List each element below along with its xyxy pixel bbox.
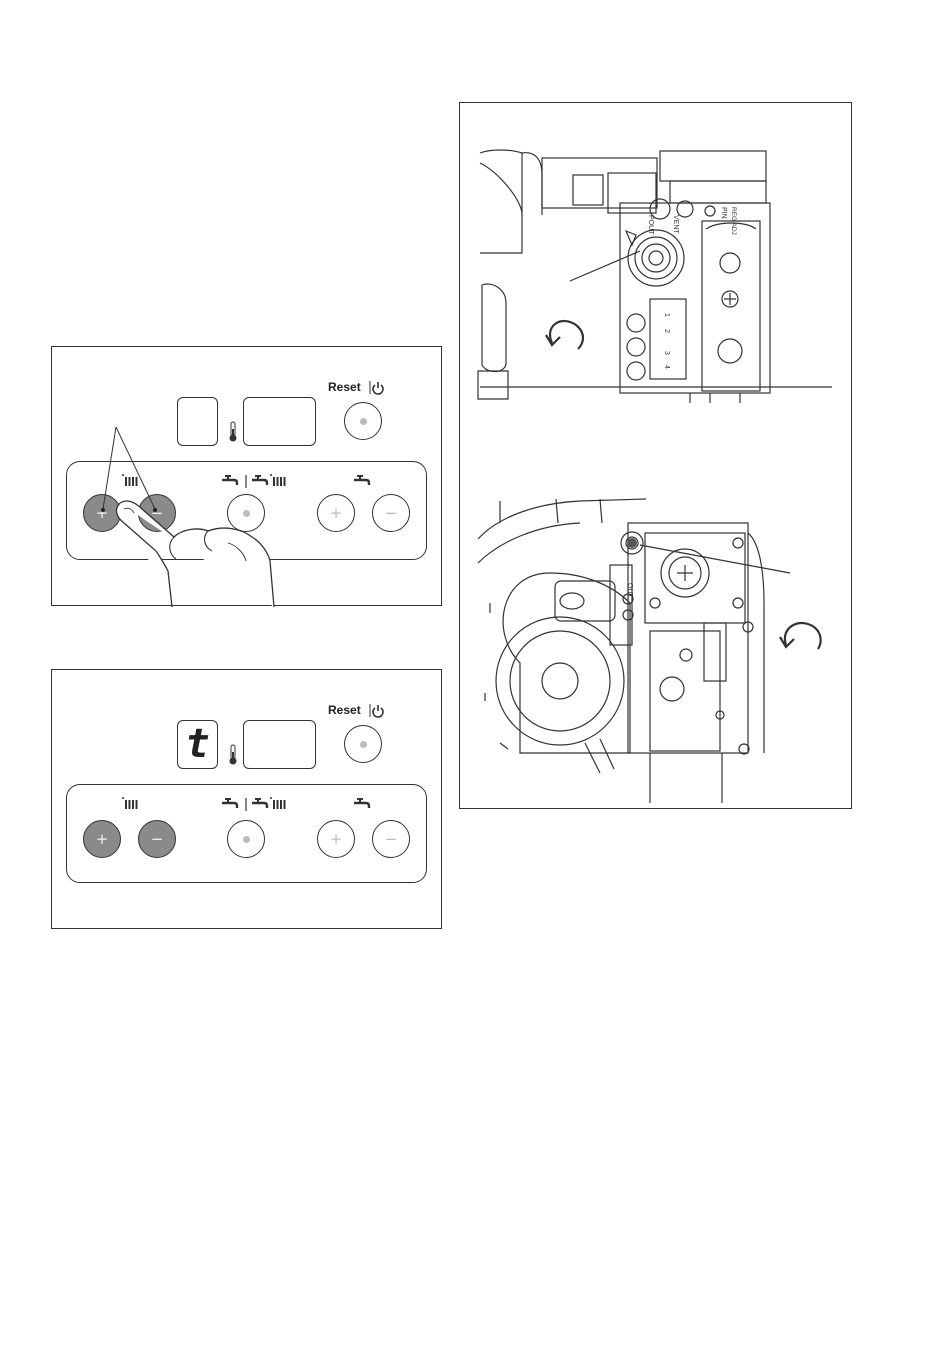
connector-pin-3: 3 [663,351,670,355]
display-left: t [177,720,218,769]
tap-icon [354,796,374,812]
mode-button[interactable] [227,820,265,858]
counterclockwise-arrow-icon [785,623,821,649]
valve-label-pin: PIN [720,207,727,219]
control-panel-figure-2: t Reset + − + − [51,669,442,929]
counterclockwise-arrow-head [546,335,560,345]
reset-label-text: Reset [328,703,361,717]
adjustment-screw [627,538,637,548]
heating-plus-button[interactable]: + [83,820,121,858]
control-panel-figure-1: Reset + − + − [51,346,442,606]
gas-valve-top [478,150,832,403]
valve-label-vent: VENT [672,215,679,234]
display-right [243,720,316,769]
mode-button-dot [243,836,250,843]
heating-minus-label: − [151,832,164,847]
gas-valve-drawing: POUT VENT PIN REG ADJ 1 2 3 4 OUT [460,103,853,810]
gas-valve-figure: POUT VENT PIN REG ADJ 1 2 3 4 OUT [459,102,852,809]
tap-radiator-icon [222,796,292,812]
heating-minus-button[interactable]: − [138,820,176,858]
valve-label-out: OUT [626,583,633,599]
hot-water-minus-button[interactable]: − [372,820,410,858]
counterclockwise-arrow-head [780,637,794,647]
valve-label-reg-adj: REG ADJ [730,207,737,235]
reset-button[interactable] [344,725,382,763]
display-left-char: t [178,721,217,767]
hand-illustration [112,497,282,607]
hot-water-minus-label: − [385,832,398,847]
heating-plus-label: + [96,832,109,847]
valve-label-pout: POUT [647,215,654,235]
connector-pin-2: 2 [663,329,670,333]
radiator-icon [122,796,140,810]
power-icon [370,704,384,718]
reset-button-dot [360,741,367,748]
hot-water-plus-button[interactable]: + [317,820,355,858]
connector-pin-4: 4 [663,365,670,369]
connector-pin-1: 1 [663,313,670,317]
hot-water-plus-label: + [330,832,343,847]
counterclockwise-arrow-icon [550,321,583,349]
thermometer-icon [227,744,239,766]
